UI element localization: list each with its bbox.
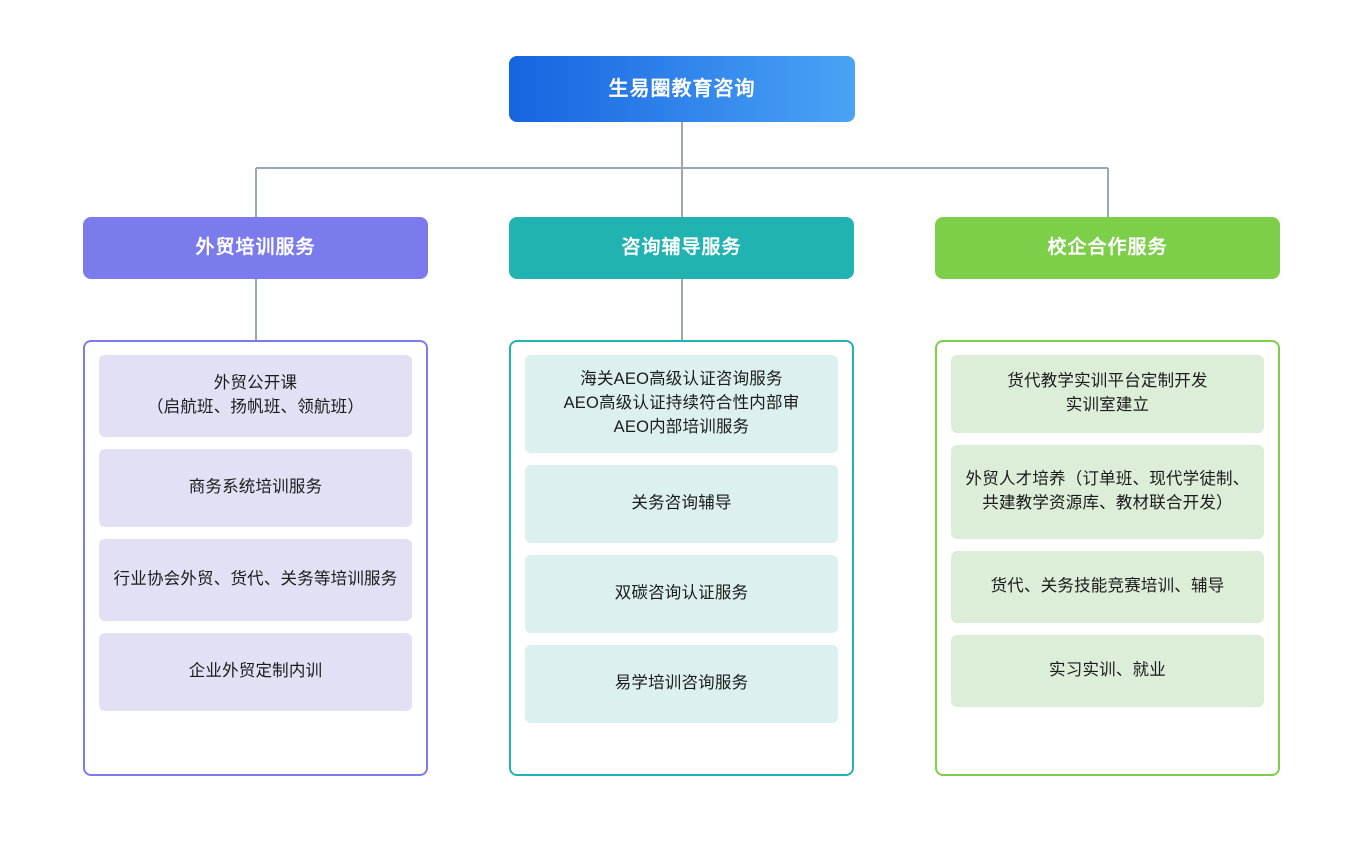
service-item-label: 企业外贸定制内训	[188, 662, 323, 681]
service-item-label: 外贸人才培养（订单班、现代学徒制、共建教学资源库、教材联合开发）	[965, 470, 1250, 512]
panel-item-list: 外贸公开课 （启航班、扬帆班、领航班） 商务系统培训服务行业协会外贸、货代、关务等…	[99, 355, 412, 711]
service-item-label: 货代教学实训平台定制开发 实训室建立	[1007, 372, 1208, 414]
root-node[interactable]: 生易圈教育咨询	[509, 56, 855, 122]
service-item-label: 货代、关务技能竞赛培训、辅导	[990, 577, 1225, 596]
panel-item-list: 海关AEO高级认证咨询服务 AEO高级认证持续符合性内部审 AEO内部培训服务关…	[525, 355, 838, 723]
column-header-waimao-peixun[interactable]: 外贸培训服务	[83, 217, 428, 279]
service-item-label: 行业协会外贸、货代、关务等培训服务	[113, 570, 398, 589]
service-item[interactable]: 关务咨询辅导	[525, 465, 838, 543]
service-item[interactable]: 海关AEO高级认证咨询服务 AEO高级认证持续符合性内部审 AEO内部培训服务	[525, 355, 838, 453]
service-item-label: 海关AEO高级认证咨询服务 AEO高级认证持续符合性内部审 AEO内部培训服务	[563, 370, 800, 436]
column-header-label: 外贸培训服务	[195, 236, 316, 258]
column-header-label: 校企合作服务	[1047, 236, 1168, 258]
column-header-label: 咨询辅导服务	[621, 236, 742, 258]
panel-item-list: 货代教学实训平台定制开发 实训室建立外贸人才培养（订单班、现代学徒制、共建教学资…	[951, 355, 1264, 707]
service-item-label: 双碳咨询认证服务	[614, 584, 749, 603]
service-item[interactable]: 企业外贸定制内训	[99, 633, 412, 711]
service-item-label: 关务咨询辅导	[631, 494, 732, 513]
service-item[interactable]: 易学培训咨询服务	[525, 645, 838, 723]
service-item[interactable]: 外贸人才培养（订单班、现代学徒制、共建教学资源库、教材联合开发）	[951, 445, 1264, 539]
service-item[interactable]: 实习实训、就业	[951, 635, 1264, 707]
service-item[interactable]: 外贸公开课 （启航班、扬帆班、领航班）	[99, 355, 412, 437]
panel-zixun-fudao: 海关AEO高级认证咨询服务 AEO高级认证持续符合性内部审 AEO内部培训服务关…	[509, 340, 854, 776]
service-item[interactable]: 双碳咨询认证服务	[525, 555, 838, 633]
service-item-label: 易学培训咨询服务	[614, 674, 749, 693]
service-item-label: 外贸公开课 （启航班、扬帆班、领航班）	[146, 374, 365, 416]
service-item-label: 实习实训、就业	[1049, 661, 1166, 680]
service-item[interactable]: 货代、关务技能竞赛培训、辅导	[951, 551, 1264, 623]
column-header-xiaoqi-hezuo[interactable]: 校企合作服务	[935, 217, 1280, 279]
service-item[interactable]: 商务系统培训服务	[99, 449, 412, 527]
panel-xiaoqi-hezuo: 货代教学实训平台定制开发 实训室建立外贸人才培养（订单班、现代学徒制、共建教学资…	[935, 340, 1280, 776]
column-header-zixun-fudao[interactable]: 咨询辅导服务	[509, 217, 854, 279]
service-item[interactable]: 行业协会外贸、货代、关务等培训服务	[99, 539, 412, 621]
service-item-label: 商务系统培训服务	[188, 478, 323, 497]
root-node-label: 生易圈教育咨询	[608, 78, 756, 100]
service-item[interactable]: 货代教学实训平台定制开发 实训室建立	[951, 355, 1264, 433]
panel-waimao-peixun: 外贸公开课 （启航班、扬帆班、领航班） 商务系统培训服务行业协会外贸、货代、关务等…	[83, 340, 428, 776]
